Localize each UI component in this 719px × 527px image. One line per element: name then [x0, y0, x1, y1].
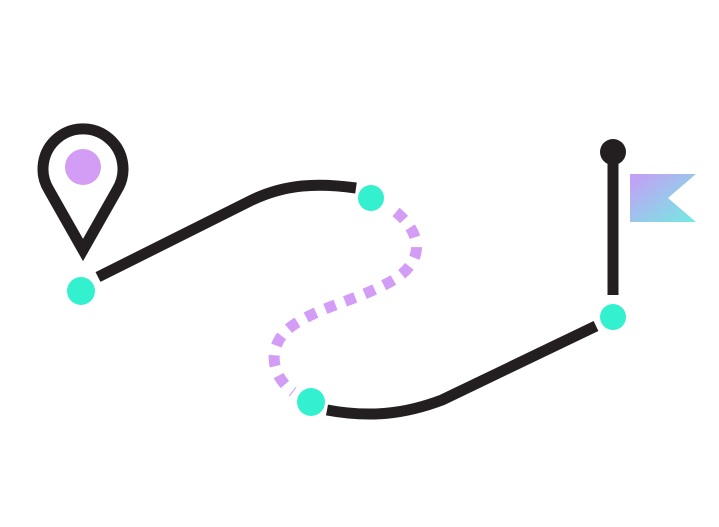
- goal-flag-icon: [600, 139, 696, 295]
- route-solid-segment-1: [95, 179, 357, 282]
- waypoint-start: [67, 277, 95, 305]
- map-pin-icon: [37, 123, 129, 262]
- waypoint-3: [297, 388, 325, 416]
- route-solid-segment-2: [325, 321, 599, 420]
- map-pin-outline: [37, 123, 129, 262]
- waypoint-4: [600, 304, 626, 330]
- waypoint-2: [358, 185, 384, 211]
- map-pin-dot: [65, 149, 101, 185]
- flag-pole-knob: [600, 139, 626, 165]
- flag-banner: [630, 174, 696, 222]
- route-dotted-segment: [268, 207, 422, 397]
